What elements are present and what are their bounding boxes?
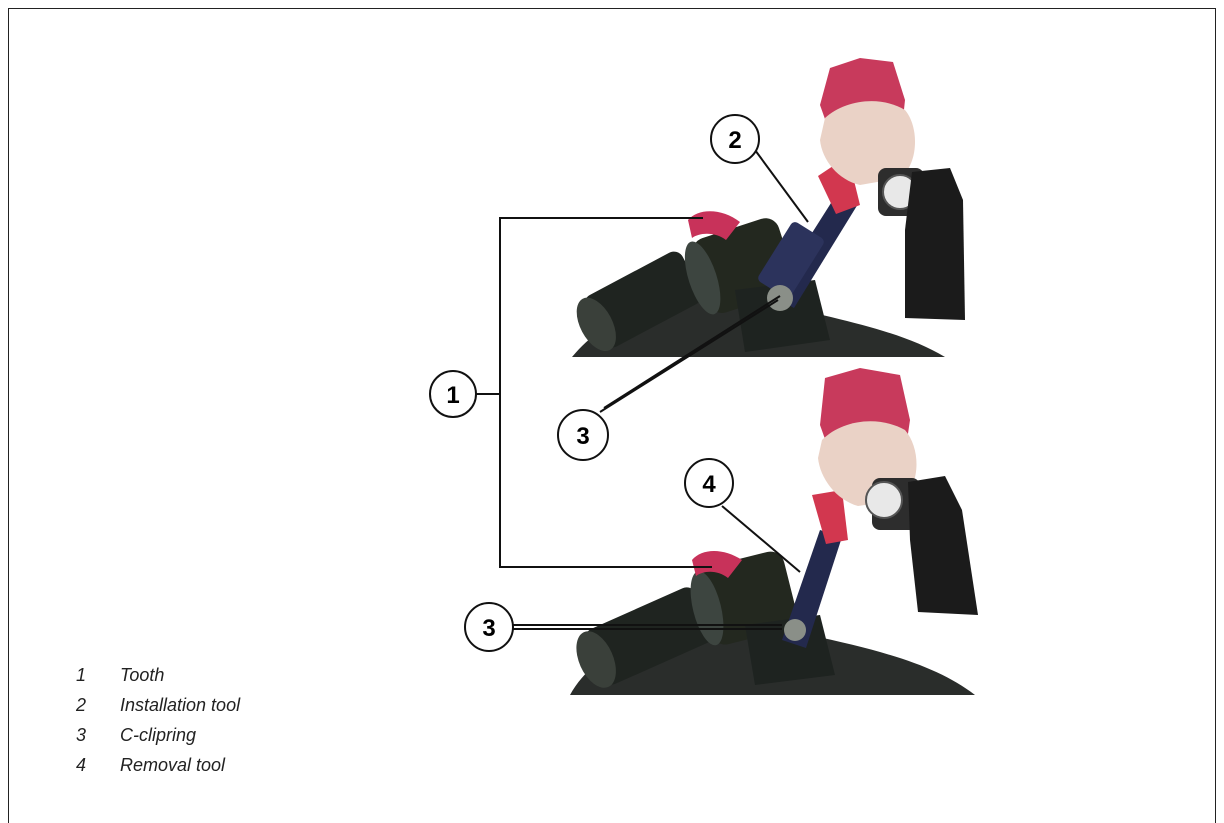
- legend-label: Tooth: [120, 660, 164, 690]
- c-clipring-top: [767, 285, 793, 311]
- legend-number: 2: [76, 690, 120, 720]
- callout-3-bottom: 3: [465, 603, 513, 651]
- legend-label: C-clipring: [120, 720, 196, 750]
- legend-number: 1: [76, 660, 120, 690]
- callout-4: 4: [685, 459, 733, 507]
- sleeve-top: [905, 168, 965, 320]
- c-clipring-bottom: [784, 619, 806, 641]
- callout-1-label: 1: [446, 382, 459, 409]
- callout-4-label: 4: [702, 471, 716, 498]
- callout-3-bottom-label: 3: [482, 615, 495, 642]
- legend-number: 4: [76, 750, 120, 780]
- callout-2: 2: [711, 115, 759, 163]
- bottom-photo: [568, 368, 978, 695]
- callout-1: 1: [430, 371, 476, 417]
- legend-label: Installation tool: [120, 690, 240, 720]
- leader-2: [755, 150, 808, 222]
- top-photo: [569, 58, 965, 357]
- watch-bottom: [866, 482, 902, 518]
- callout-3-top-label: 3: [576, 423, 589, 450]
- callout-2-label: 2: [728, 127, 741, 154]
- legend-label: Removal tool: [120, 750, 225, 780]
- sleeve-bottom: [908, 476, 978, 615]
- legend-number: 3: [76, 720, 120, 750]
- callout-3-top: 3: [558, 410, 608, 460]
